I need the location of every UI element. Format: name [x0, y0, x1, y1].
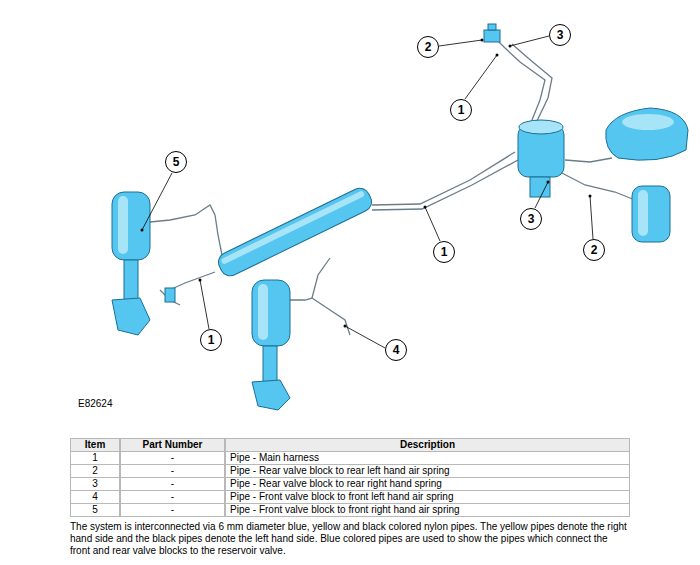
- front-pipe: [290, 298, 312, 300]
- callout-circle: 2: [583, 239, 605, 261]
- callout-number: 2: [591, 244, 598, 256]
- rear-pipe: [565, 158, 612, 162]
- valve-body: [484, 30, 500, 42]
- leader-dots: [141, 39, 592, 328]
- front-pipe: [312, 258, 350, 335]
- callout-circle: 1: [450, 99, 472, 121]
- leader-line: [439, 40, 482, 46]
- callout-circle: 1: [433, 241, 455, 263]
- knuckle: [112, 298, 150, 335]
- tank-body: [606, 108, 688, 160]
- callout-circle: 1: [200, 329, 222, 351]
- leader-line: [535, 182, 548, 208]
- leader-lines: [142, 36, 593, 348]
- front-pipe: [150, 205, 222, 255]
- compressor-top: [519, 120, 563, 134]
- table-cell: 4: [70, 490, 120, 504]
- table-cell: -: [120, 464, 225, 478]
- leader-line: [200, 280, 209, 329]
- table-cell: 5: [70, 503, 120, 517]
- leader-line: [345, 326, 385, 348]
- callout-number: 3: [528, 213, 535, 225]
- callout-number: 3: [557, 29, 564, 41]
- highlight: [118, 196, 128, 254]
- leader-line: [425, 207, 440, 241]
- highlight: [638, 190, 648, 236]
- table-header: Item: [70, 438, 120, 452]
- table-cell: Pipe - Front valve block to front left h…: [225, 490, 630, 504]
- reservoir-body: [215, 185, 375, 279]
- callout-circle: 2: [417, 36, 439, 58]
- connector: [165, 288, 175, 302]
- front-strut: [112, 192, 175, 335]
- callout-circle: 3: [520, 208, 542, 230]
- callout-number: 1: [458, 104, 465, 116]
- air-spring-body: [632, 186, 670, 242]
- tank: [606, 108, 688, 160]
- table-cell: -: [120, 477, 225, 491]
- leader-line: [465, 55, 497, 99]
- pipe-network: [150, 38, 635, 335]
- note-text: The system is interconnected via 6 mm di…: [70, 521, 630, 557]
- callout-number: 4: [393, 344, 400, 356]
- table-cell: Pipe - Main harness: [225, 451, 630, 465]
- air-spring-body: [252, 280, 290, 346]
- leader-line: [142, 173, 172, 230]
- leader-dot: [481, 39, 484, 42]
- main-harness-pipe: [372, 152, 515, 205]
- callout-circle: 5: [165, 151, 187, 173]
- reservoir: [215, 185, 375, 279]
- leader-dot: [547, 181, 550, 184]
- table-cell: -: [120, 451, 225, 465]
- rear-air-spring: [632, 186, 670, 242]
- callout-circle: 3: [549, 24, 571, 46]
- compressor: [518, 120, 564, 197]
- callout-circle: 4: [385, 339, 407, 361]
- leader-dot: [199, 279, 202, 282]
- leader-line: [510, 36, 549, 46]
- leader-dot: [589, 195, 592, 198]
- leader-line: [590, 196, 593, 239]
- table-cell: 3: [70, 477, 120, 491]
- highlight: [622, 114, 674, 130]
- leader-dot: [424, 206, 427, 209]
- leader-dot: [496, 54, 499, 57]
- valve-top: [488, 24, 496, 30]
- table-cell: 1: [70, 451, 120, 465]
- callout-number: 1: [441, 246, 448, 258]
- knuckle: [252, 380, 290, 410]
- leader-dot: [344, 325, 347, 328]
- leader-dot: [509, 45, 512, 48]
- table-cell: Pipe - Rear valve block to rear right ha…: [225, 477, 630, 491]
- table-header: Part Number: [120, 438, 225, 452]
- rear-pipe: [560, 172, 635, 200]
- compressor-base: [530, 177, 550, 197]
- table-cell: Pipe - Front valve block to front right …: [225, 503, 630, 517]
- main-harness-pipe: [372, 160, 518, 210]
- callout-number: 2: [425, 41, 432, 53]
- callout-number: 1: [208, 334, 215, 346]
- highlight: [220, 190, 365, 265]
- table-cell: -: [120, 490, 225, 504]
- highlight: [258, 284, 268, 340]
- leader-dot: [141, 229, 144, 232]
- rear-pipe: [512, 44, 552, 125]
- table-cell: 2: [70, 464, 120, 478]
- table-header: Description: [225, 438, 630, 452]
- valve-block: [484, 24, 500, 42]
- callout-number: 5: [173, 156, 180, 168]
- table-cell: -: [120, 503, 225, 517]
- table-cell: Pipe - Rear valve block to rear left han…: [225, 464, 630, 478]
- front-strut: [252, 280, 290, 410]
- figure-code: E82624: [78, 398, 112, 410]
